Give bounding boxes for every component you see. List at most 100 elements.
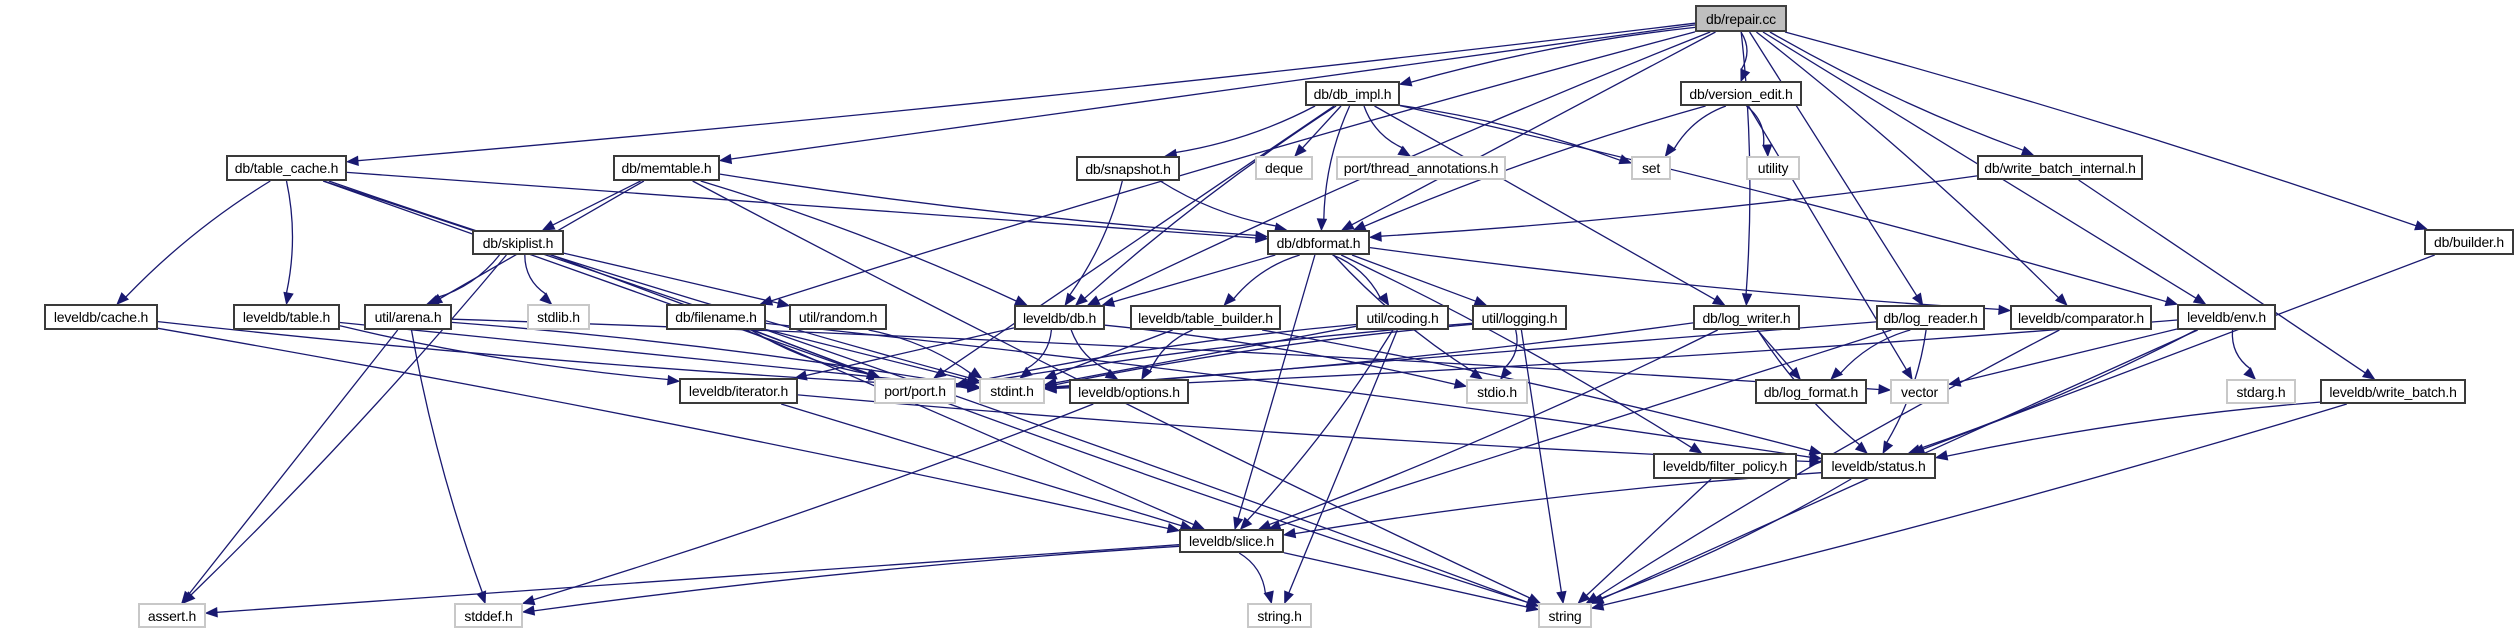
arrowhead-icon (1741, 293, 1753, 307)
node-skiplist-h[interactable]: db/skiplist.h (472, 230, 564, 255)
node-label: stdlib.h (537, 309, 580, 325)
edge-repair-cc-to-builder-h (1784, 31, 2417, 227)
edge-repair-cc-to-dbformat-h (1351, 31, 1716, 226)
node-logging-h[interactable]: util/logging.h (1472, 305, 1567, 330)
arrowhead-icon (1397, 145, 1412, 157)
arrowhead-icon (718, 153, 733, 165)
node-label: util/arena.h (374, 309, 442, 325)
edge-db-impl-h-to-thread-annotations-h (1363, 105, 1403, 149)
node-iterator-h[interactable]: leveldb/iterator.h (679, 378, 798, 404)
edge-log-writer-h-to-stdint-h (1055, 322, 1694, 388)
edge-dbformat-h-to-leveldb-db-h (1113, 254, 1276, 303)
node-coding-h[interactable]: util/coding.h (1356, 305, 1449, 330)
node-port-h: port/port.h (874, 378, 956, 404)
node-deque: deque (1255, 156, 1313, 180)
arrowhead-icon (1064, 292, 1076, 307)
edge-slice-h-to-string (1283, 552, 1528, 608)
arrowhead-icon (521, 605, 536, 616)
node-table-builder-h[interactable]: leveldb/table_builder.h (1130, 305, 1281, 330)
node-table-h[interactable]: leveldb/table.h (233, 304, 340, 330)
node-stddef-h: stddef.h (454, 603, 523, 628)
node-cache-h[interactable]: leveldb/cache.h (44, 304, 158, 330)
edge-options-h-to-stddef-h (533, 403, 1094, 601)
edge-db-impl-h-to-snapshot-h (1175, 105, 1316, 154)
node-stdarg-h: stdarg.h (2226, 379, 2296, 404)
arrowhead-icon (1556, 590, 1567, 605)
node-label: set (1641, 160, 1661, 176)
node-label: leveldb/cache.h (53, 309, 149, 325)
node-write-batch-internal-h[interactable]: db/write_batch_internal.h (1977, 155, 2143, 180)
arrowhead-icon (2164, 296, 2179, 307)
arrowhead-icon (1711, 294, 1726, 306)
edge-log-reader-h-to-log-format-h (1840, 329, 1911, 374)
node-vector: vector (1890, 379, 1949, 404)
edge-slice-h-to-string-h (1238, 552, 1267, 594)
edge-dbformat-h-to-slice-h (1237, 254, 1316, 519)
arrowhead-icon (1809, 456, 1823, 467)
node-table-cache-h[interactable]: db/table_cache.h (226, 155, 347, 181)
arrowhead-icon (345, 155, 359, 166)
arrowhead-icon (1282, 527, 1297, 539)
arrowhead-icon (283, 291, 294, 306)
arrowhead-icon (2192, 293, 2207, 305)
node-slice-h[interactable]: leveldb/slice.h (1179, 529, 1284, 553)
edge-repair-cc-to-log-reader-h (1749, 31, 1918, 297)
edge-skiplist-h-to-random-h (563, 252, 779, 304)
edge-arena-h-to-stdint-h (451, 321, 969, 387)
node-filter-policy-h[interactable]: leveldb/filter_policy.h (1653, 453, 1797, 479)
arrowhead-icon (1469, 368, 1484, 380)
node-log-writer-h[interactable]: db/log_writer.h (1693, 305, 1800, 330)
edge-write-batch-internal-h-to-write-batch-h (2078, 179, 2366, 374)
edge-env-h-to-stdint-h (1055, 319, 2178, 389)
arrowhead-icon (1294, 144, 1307, 157)
node-stdint-h: stdint.h (979, 378, 1045, 404)
arrowhead-icon (1086, 295, 1101, 306)
edge-table-cache-h-to-cache-h (125, 180, 271, 298)
node-filename-h[interactable]: db/filename.h (666, 304, 766, 330)
edge-repair-cc-to-db-impl-h (1410, 26, 1696, 83)
node-label: stdint.h (990, 383, 1034, 399)
arrowhead-icon (1525, 601, 1540, 613)
node-utility: utility (1746, 156, 1800, 180)
edge-coding-h-to-slice-h (1246, 329, 1394, 521)
node-options-h[interactable]: leveldb/options.h (1069, 379, 1189, 404)
arrowhead-icon (1191, 519, 1206, 530)
node-version-edit-h[interactable]: db/version_edit.h (1680, 81, 1802, 106)
edge-table-builder-h-to-stdint-h (1055, 329, 1173, 376)
node-snapshot-h[interactable]: db/snapshot.h (1076, 156, 1180, 181)
node-db-impl-h[interactable]: db/db_impl.h (1305, 81, 1400, 106)
node-status-h[interactable]: leveldb/status.h (1821, 453, 1936, 479)
node-write-batch-h[interactable]: leveldb/write_batch.h (2320, 379, 2466, 404)
edge-logging-h-to-stdio-h (1503, 329, 1518, 369)
node-memtable-h[interactable]: db/memtable.h (613, 155, 720, 181)
node-label: db/version_edit.h (1689, 85, 1793, 102)
edge-repair-cc-to-memtable-h (730, 24, 1696, 160)
node-env-h[interactable]: leveldb/env.h (2177, 304, 2276, 330)
node-comparator-h[interactable]: leveldb/comparator.h (2010, 305, 2152, 330)
node-label: port/port.h (884, 383, 946, 399)
node-dbformat-h[interactable]: db/dbformat.h (1267, 230, 1370, 255)
edge-dbformat-h-to-coding-h (1332, 254, 1381, 299)
node-label: db/repair.cc (1706, 10, 1776, 27)
node-log-reader-h[interactable]: db/log_reader.h (1876, 305, 1985, 330)
edge-db-impl-h-to-deque (1302, 105, 1342, 149)
edge-table-h-to-iterator-h (339, 325, 669, 381)
arrowhead-icon (1878, 384, 1892, 395)
arrowhead-icon (1762, 144, 1773, 158)
node-label: stdarg.h (2236, 383, 2286, 400)
node-label: db/log_format.h (1763, 383, 1859, 400)
edge-repair-cc-to-write-batch-internal-h (1769, 31, 2024, 151)
node-set: set (1631, 156, 1671, 180)
edge-filter-policy-h-to-string (1585, 478, 1712, 596)
arrowhead-icon (966, 374, 981, 385)
node-label: db/table_cache.h (234, 160, 339, 176)
arrowhead-icon (1352, 220, 1367, 231)
node-log-format-h[interactable]: db/log_format.h (1755, 379, 1867, 404)
node-random-h[interactable]: util/random.h (789, 304, 887, 330)
node-builder-h[interactable]: db/builder.h (2424, 229, 2514, 255)
edge-cache-h-to-slice-h (157, 327, 1169, 530)
node-arena-h[interactable]: util/arena.h (364, 304, 452, 330)
edge-skiplist-h-to-arena-h (436, 254, 501, 299)
node-leveldb-db-h[interactable]: leveldb/db.h (1014, 305, 1105, 330)
